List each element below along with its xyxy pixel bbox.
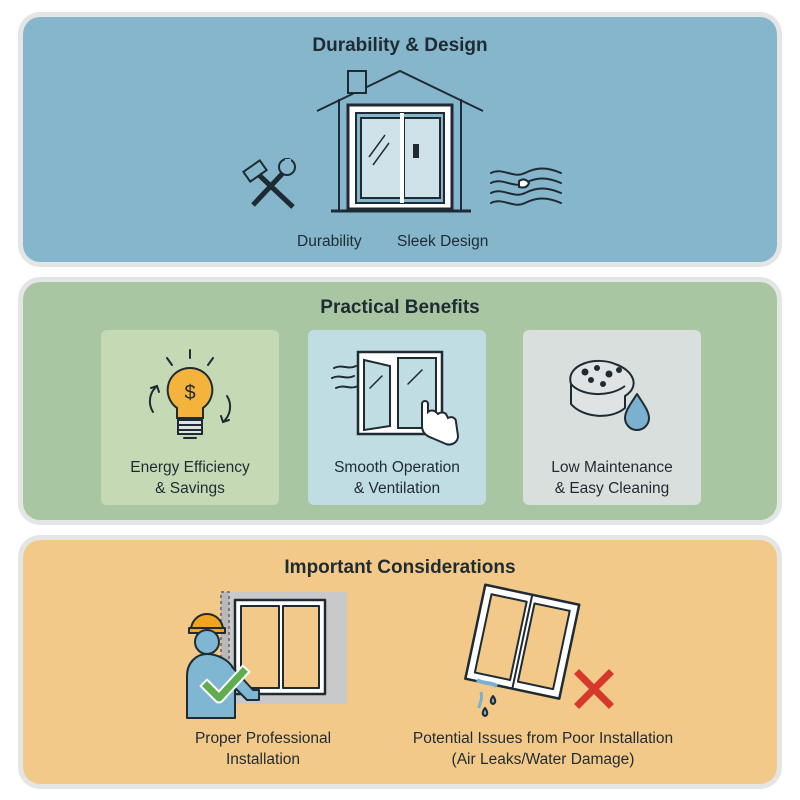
installer-checkmark-icon xyxy=(186,591,347,719)
energy-line2: & Savings xyxy=(155,480,225,497)
durability-design-title: Durability & Design xyxy=(312,35,488,56)
house-window-icon xyxy=(316,69,484,213)
operation-line1: Smooth Operation xyxy=(334,459,460,476)
poor-installation-line1: Potential Issues from Poor Installation xyxy=(412,730,674,747)
maintenance-line1: Low Maintenance xyxy=(551,459,673,476)
lightbulb-dollar-icon: $ xyxy=(148,349,232,439)
energy-efficiency-label: Energy Efficiency & Savings xyxy=(101,457,279,499)
poor-installation-label: Potential Issues from Poor Installation … xyxy=(393,728,693,770)
sleek-design-label: Sleek Design xyxy=(397,233,489,250)
energy-line1: Energy Efficiency xyxy=(130,459,250,476)
proper-installation-label: Proper Professional Installation xyxy=(173,728,353,770)
benefit-card-maintenance: Low Maintenance & Easy Cleaning xyxy=(523,330,701,505)
sponge-drop-icon xyxy=(569,359,650,431)
poor-installation-line2: (Air Leaks/Water Damage) xyxy=(451,751,635,768)
maintenance-line2: & Easy Cleaning xyxy=(554,480,670,497)
operation-line2: & Ventilation xyxy=(353,480,441,497)
wind-icon xyxy=(490,167,562,206)
installation-line2: Installation xyxy=(225,751,301,768)
durability-label: Durability xyxy=(297,233,362,250)
smooth-operation-label: Smooth Operation & Ventilation xyxy=(308,457,486,499)
important-considerations-panel: Important Considerations Proper Professi… xyxy=(18,535,782,789)
benefit-card-energy: $ Energy Efficiency & Savings xyxy=(101,330,279,505)
benefit-card-operation: Smooth Operation & Ventilation xyxy=(308,330,486,505)
hammer-wrench-icon xyxy=(241,158,296,209)
installation-line1: Proper Professional xyxy=(194,730,332,747)
durability-design-panel: Durability & Design xyxy=(18,12,782,267)
low-maintenance-label: Low Maintenance & Easy Cleaning xyxy=(523,457,701,499)
window-hand-icon xyxy=(331,350,460,446)
practical-benefits-panel: Practical Benefits $ Energy Efficiency xyxy=(18,277,782,525)
practical-benefits-title: Practical Benefits xyxy=(320,297,480,318)
important-considerations-title: Important Considerations xyxy=(284,557,516,578)
important-considerations-panel-bg xyxy=(23,540,777,784)
svg-text:$: $ xyxy=(184,382,195,404)
crooked-window-x-icon xyxy=(464,583,614,717)
